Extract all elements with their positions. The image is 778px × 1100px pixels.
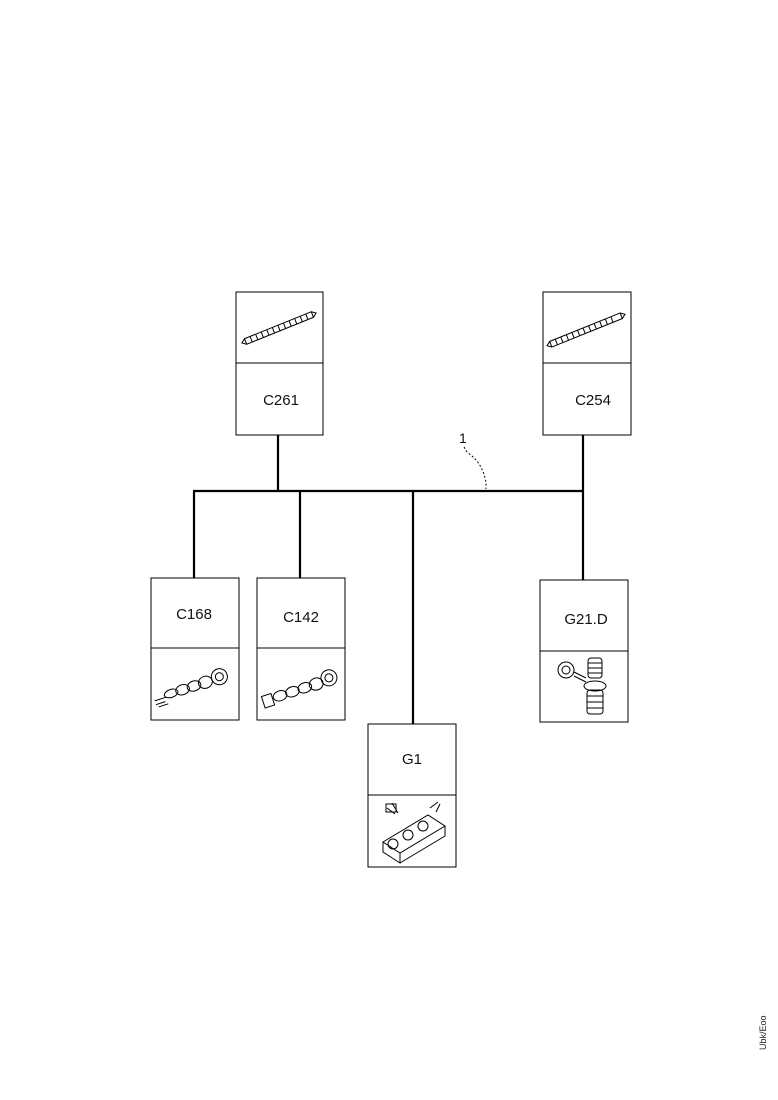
component-label-g21d: G21.D xyxy=(564,611,608,628)
component-label-c168: C168 xyxy=(176,606,212,623)
component-label-g1: G1 xyxy=(402,751,422,768)
component-c261: C261 xyxy=(235,291,324,436)
chain-connector-icon xyxy=(260,669,338,709)
ground-block-icon xyxy=(382,801,446,864)
ground-bolt-icon xyxy=(557,657,607,715)
connector-cable-icon xyxy=(241,311,317,345)
connector-cable-icon xyxy=(546,312,626,348)
wiring xyxy=(192,435,585,724)
side-code: Ubk/Eoo xyxy=(758,1015,768,1050)
component-g21d: G21.D xyxy=(539,579,629,723)
component-label-c261: C261 xyxy=(263,392,299,409)
component-label-c254: C254 xyxy=(575,392,611,409)
component-c254: C254 xyxy=(542,291,632,436)
component-c142: C142 xyxy=(256,577,346,721)
wire-ref-label: 1 xyxy=(459,430,467,446)
wire-ref-leader xyxy=(463,446,487,489)
component-g1: G1 xyxy=(367,723,457,868)
component-c168: C168 xyxy=(150,577,240,721)
wire-reference: 1 xyxy=(459,430,487,489)
component-label-c142: C142 xyxy=(283,609,319,626)
chain-connector-icon xyxy=(154,668,228,708)
